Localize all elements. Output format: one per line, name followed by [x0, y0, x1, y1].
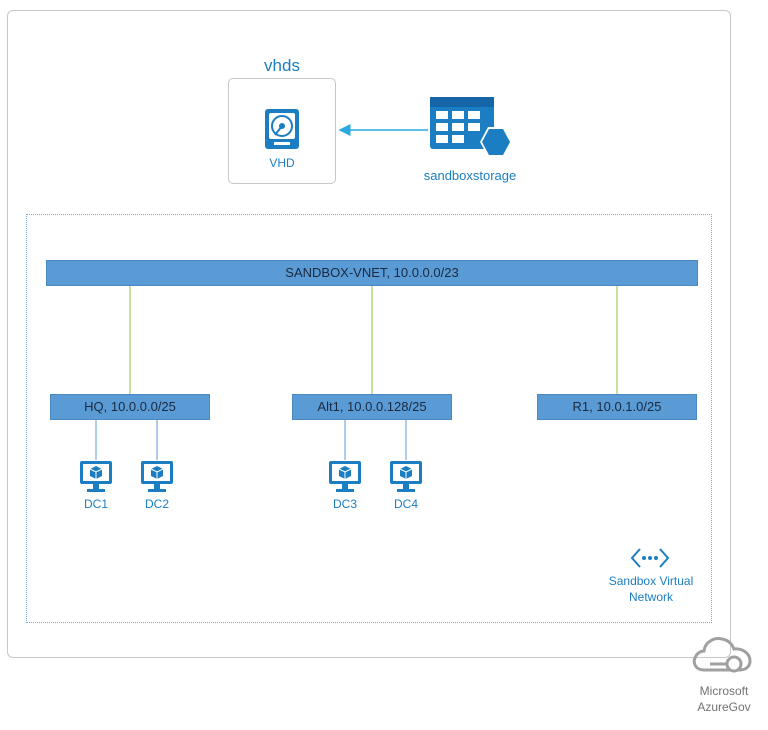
subnet-hq[interactable]: HQ, 10.0.0.0/25	[50, 394, 210, 420]
vm-dc3-label: DC3	[332, 497, 357, 511]
virtual-network-label-line1: Sandbox Virtual	[608, 574, 694, 588]
cloud-icon	[692, 637, 752, 673]
vm-dc2-label: DC2	[144, 497, 169, 511]
vm-dc1-icon[interactable]	[79, 460, 113, 494]
virtual-network-region	[26, 214, 712, 623]
subnet-r1[interactable]: R1, 10.0.1.0/25	[537, 394, 697, 420]
vm-dc1-label: DC1	[83, 497, 108, 511]
vnet-address-bar[interactable]: SANDBOX-VNET, 10.0.0.0/23	[46, 260, 698, 286]
storage-account-icon[interactable]	[430, 97, 512, 167]
cloud-label-line2: AzureGov	[697, 700, 751, 714]
subnet-alt1[interactable]: Alt1, 10.0.0.128/25	[292, 394, 452, 420]
cloud-label: Microsoft AzureGov	[684, 683, 764, 715]
vhd-label: VHD	[269, 156, 295, 170]
hard-disk-icon	[265, 109, 299, 149]
cloud-label-line1: Microsoft	[699, 684, 749, 698]
vhd-container-box[interactable]	[228, 78, 336, 184]
environment-frame	[7, 10, 731, 658]
vm-dc4-icon[interactable]	[389, 460, 423, 494]
vm-dc2-icon[interactable]	[140, 460, 174, 494]
container-title: vhds	[264, 56, 300, 75]
virtual-network-label-line2: Network	[628, 590, 673, 604]
virtual-network-label: Sandbox Virtual Network	[596, 573, 706, 605]
storage-account-label: sandboxstorage	[423, 168, 517, 183]
vm-dc4-label: DC4	[393, 497, 418, 511]
virtual-network-icon	[630, 548, 670, 568]
vm-dc3-icon[interactable]	[328, 460, 362, 494]
